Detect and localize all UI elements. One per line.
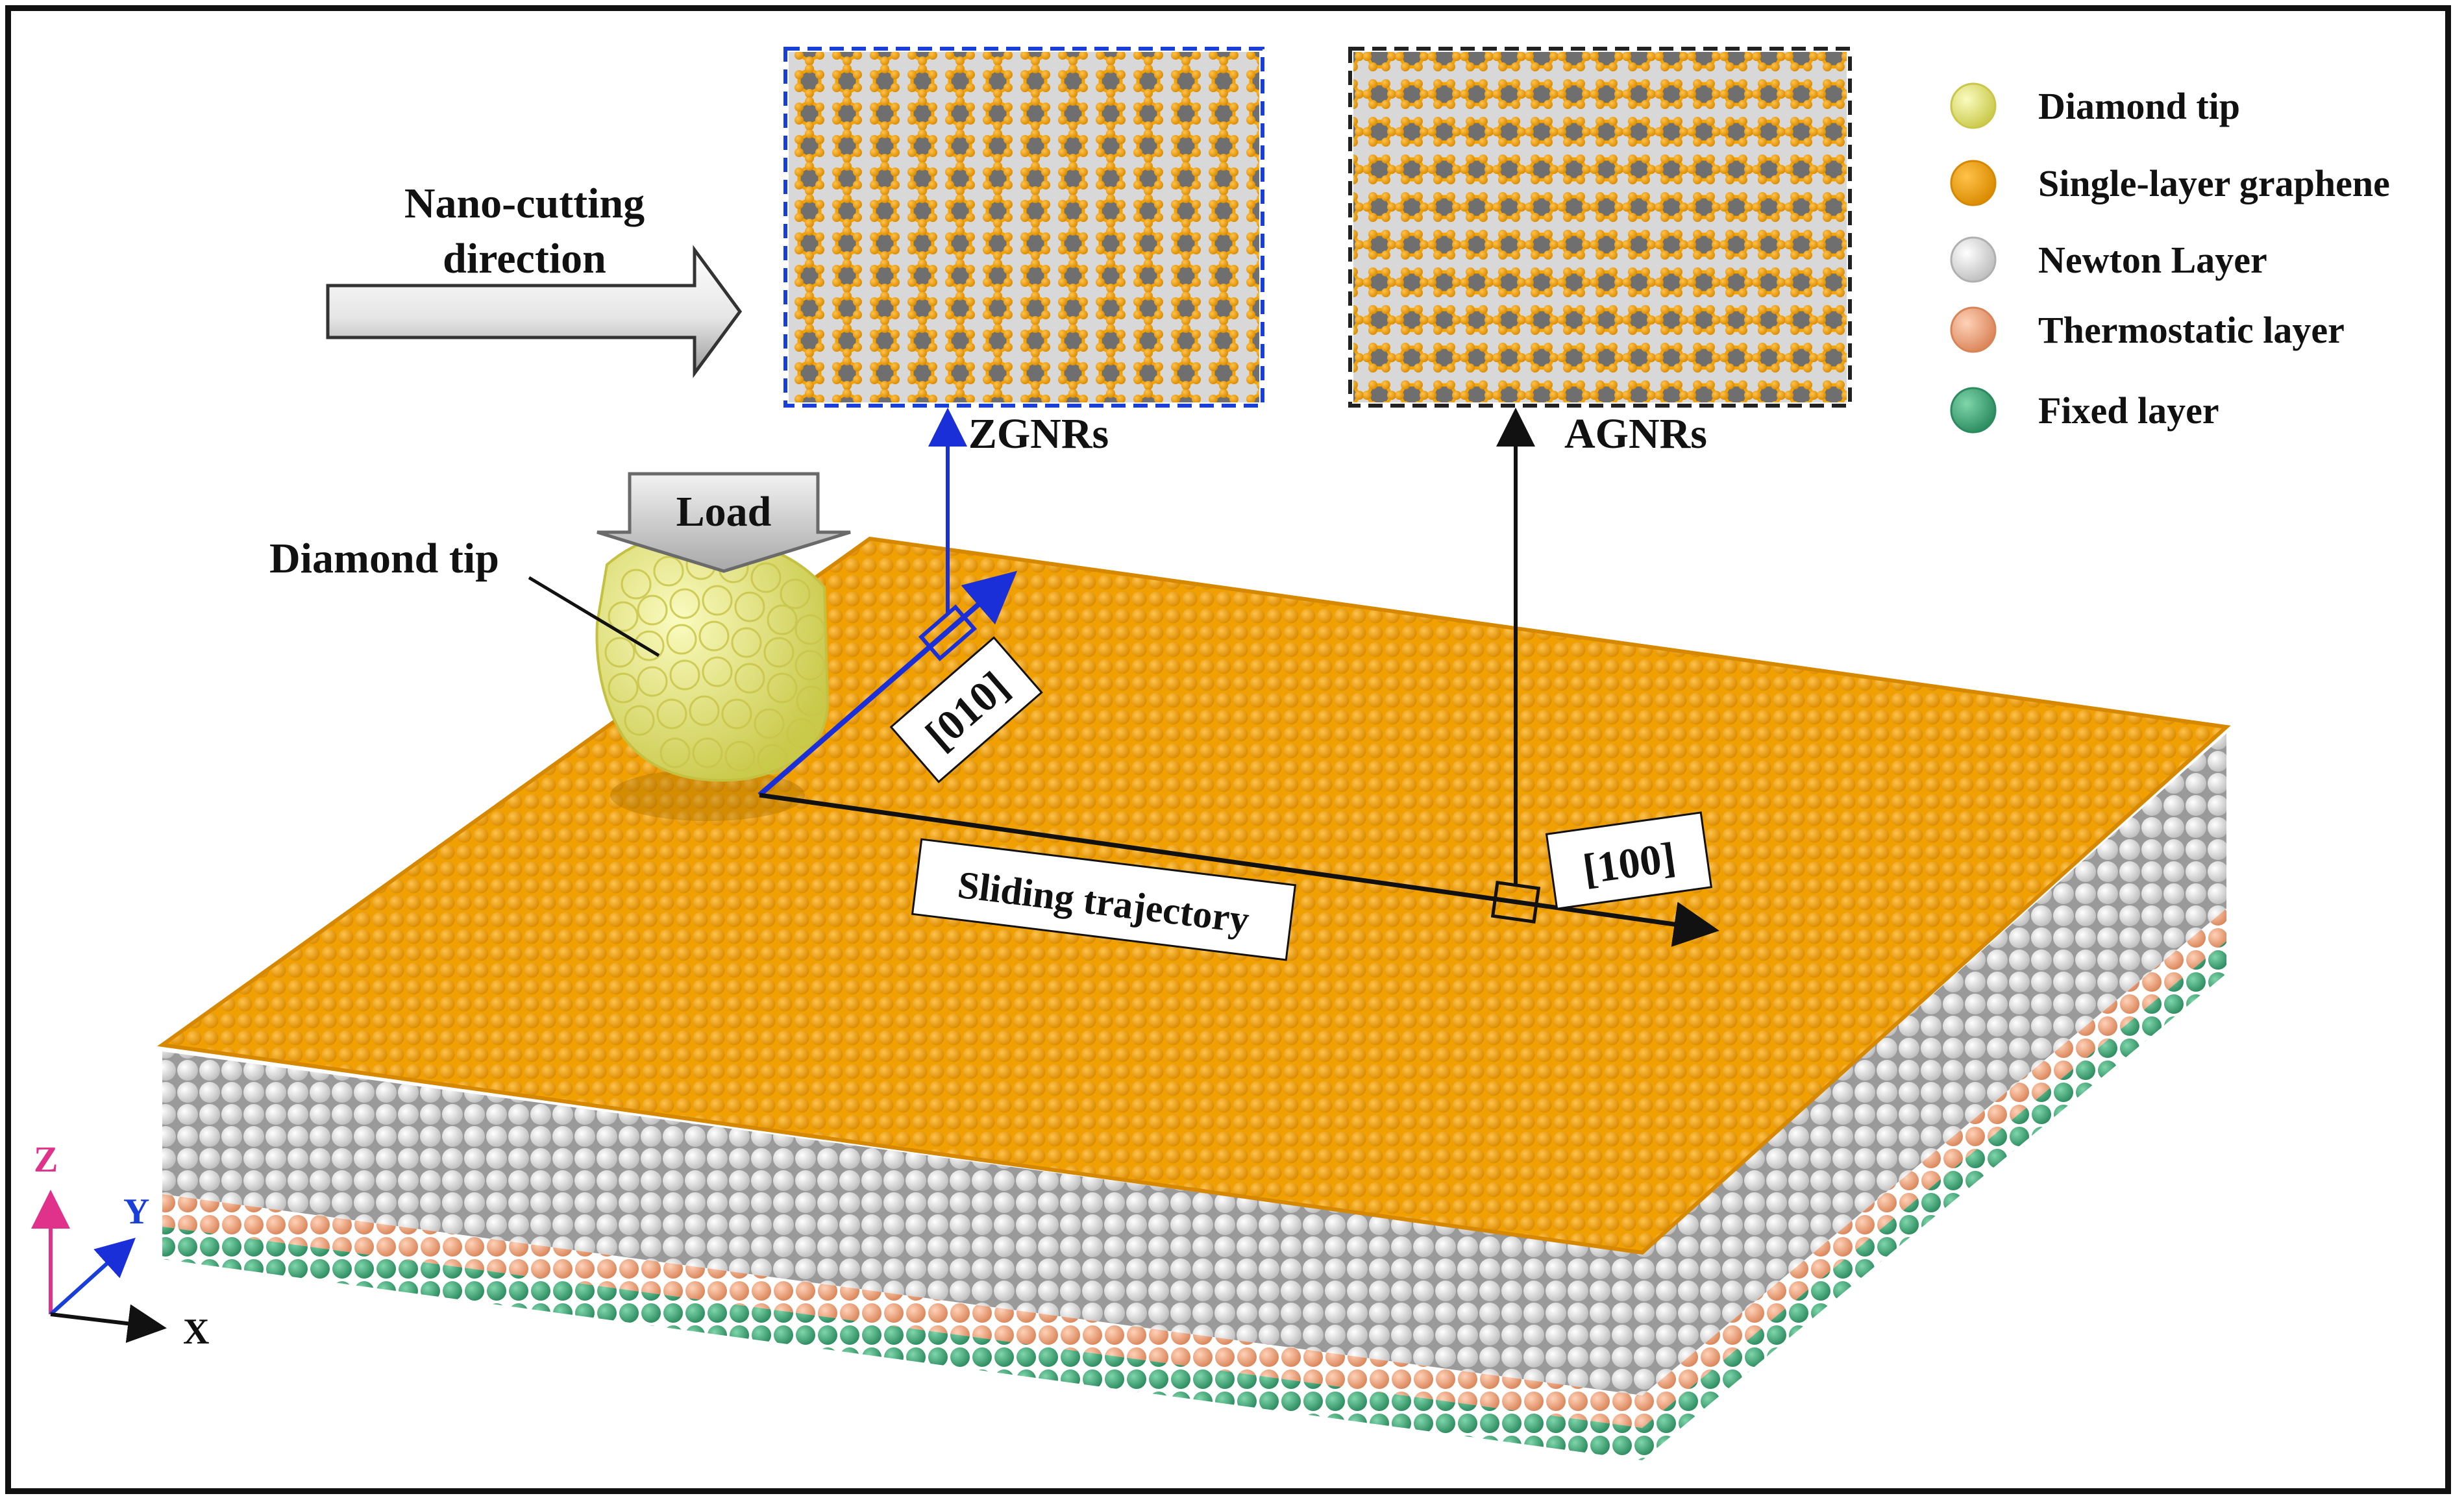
axis-y-label: Y xyxy=(123,1192,149,1232)
thermostatic-layer-front xyxy=(162,1194,1642,1428)
legend-label: Thermostatic layer xyxy=(2038,309,2345,351)
legend-label: Newton Layer xyxy=(2038,239,2267,281)
zgnr-inset-border xyxy=(783,47,1264,408)
agnr-inset-border xyxy=(1348,47,1852,408)
nano-cutting-label-line1: Nano-cutting xyxy=(404,180,645,227)
direction-010-label-box xyxy=(889,636,1043,783)
legend-label: Single-layer graphene xyxy=(2038,162,2390,204)
legend-swatch xyxy=(1950,306,1997,353)
legend-label: Diamond tip xyxy=(2038,85,2240,127)
legend-swatch xyxy=(1950,82,1997,129)
diamond-tip-leader xyxy=(528,576,660,657)
agnr-inset: AGNRs xyxy=(1348,47,1852,458)
legend-item-diamond-tip: Diamond tip xyxy=(1950,82,2240,129)
agnr-label: AGNRs xyxy=(1564,410,1707,458)
agnr-sample-box xyxy=(1490,880,1541,924)
load-label: Load xyxy=(676,488,772,535)
substrate-slab xyxy=(157,536,2231,1460)
direction-100: [100] Sliding trajectory xyxy=(759,408,1719,961)
direction-100-label-box xyxy=(1545,811,1713,910)
agnr-inset-structure xyxy=(1353,52,1847,402)
axis-y xyxy=(49,1237,136,1316)
axis-z-label: Z xyxy=(34,1140,58,1180)
legend-item-thermostatic-layer: Thermostatic layer xyxy=(1950,306,2345,353)
coordinate-axes: Z Y X xyxy=(31,1140,209,1352)
legend: Diamond tip Single-layer graphene Newton… xyxy=(1950,82,2390,434)
zgnr-inset: ZGNRs xyxy=(783,47,1264,458)
load-arrow: Load xyxy=(597,472,851,573)
nano-cutting-arrow: Nano-cutting direction xyxy=(326,180,743,378)
zgnr-inset-structure xyxy=(789,52,1259,402)
legend-swatch xyxy=(1950,387,1997,434)
legend-swatch xyxy=(1950,236,1997,283)
legend-item-graphene: Single-layer graphene xyxy=(1950,160,2390,206)
fixed-layer-side xyxy=(1642,941,2226,1460)
zgnr-label: ZGNRs xyxy=(968,410,1109,458)
thermostatic-layer-side xyxy=(1642,909,2226,1428)
newton-layer-front xyxy=(162,1051,1642,1395)
nano-cutting-label-line2: direction xyxy=(443,235,606,282)
fixed-layer-front xyxy=(162,1227,1642,1460)
legend-swatch xyxy=(1950,160,1997,206)
legend-item-newton-layer: Newton Layer xyxy=(1950,236,2267,283)
newton-layer-side xyxy=(1642,733,2226,1395)
legend-item-fixed-layer: Fixed layer xyxy=(1950,387,2219,434)
direction-010: [010] xyxy=(758,408,1043,798)
legend-label: Fixed layer xyxy=(2038,389,2219,432)
sliding-label-box xyxy=(911,838,1297,961)
diamond-tip-label: Diamond tip xyxy=(269,535,499,582)
zgnr-sample-box xyxy=(918,604,978,661)
axis-x-label: X xyxy=(183,1312,209,1352)
axis-x xyxy=(50,1304,167,1343)
